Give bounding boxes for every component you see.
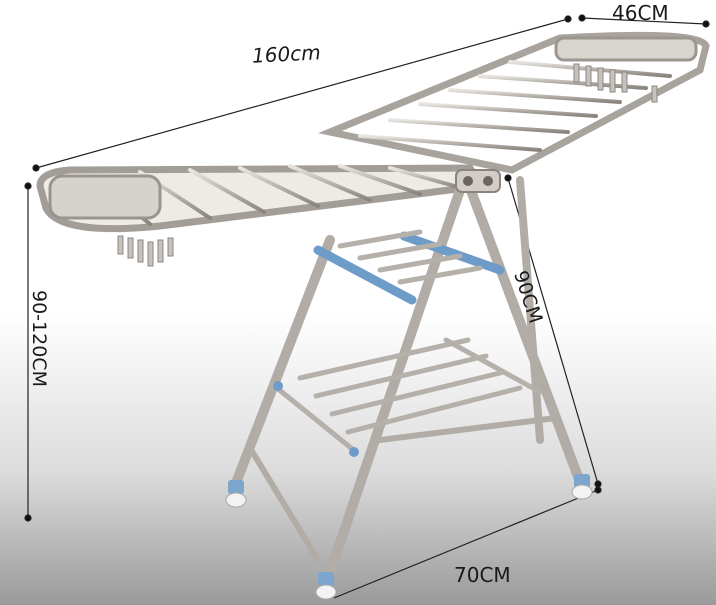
length-dimension-line <box>35 18 569 169</box>
rear-wing <box>318 31 710 174</box>
clothes-peg-icon <box>117 63 658 267</box>
height-label: 90-120CM <box>28 290 50 387</box>
middle-shelf <box>313 229 505 305</box>
rear-right-leg <box>516 176 544 444</box>
front-wing <box>36 164 489 233</box>
width-label: 46CM <box>612 1 669 25</box>
lower-shelf <box>269 337 543 457</box>
base-dimension-line <box>333 489 599 599</box>
hinge <box>455 169 501 193</box>
front-left-leg <box>321 185 465 589</box>
length-label: 160cm <box>251 40 322 68</box>
width-dimension-line <box>581 17 707 25</box>
dimension-lines <box>24 14 710 599</box>
leg-frame <box>229 176 585 589</box>
caster-wheel-icon <box>225 474 593 600</box>
base-width-label: 70CM <box>454 563 511 587</box>
front-right-leg <box>465 183 585 487</box>
